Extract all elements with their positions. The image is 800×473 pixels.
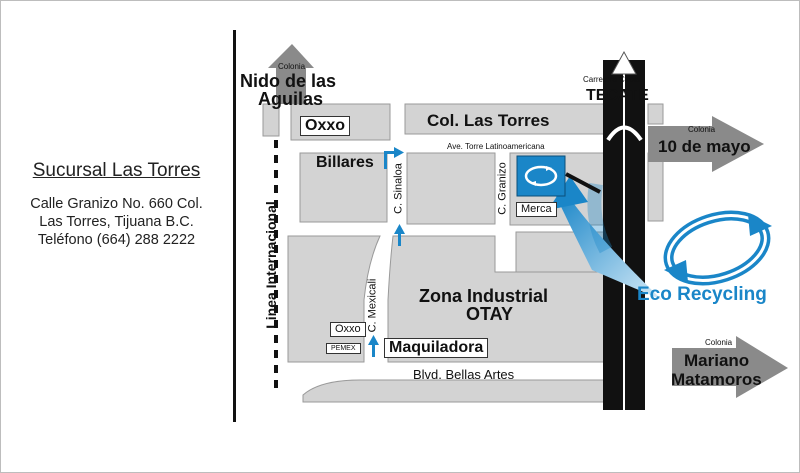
beam-arrowhead — [548, 176, 588, 210]
label-col-las-torres: Col. Las Torres — [427, 111, 550, 130]
block-bellas-artes — [302, 379, 608, 403]
label-zona-line2: OTAY — [466, 304, 514, 324]
block-top-right-small — [647, 103, 664, 125]
location-beam — [556, 196, 662, 300]
phone-line: Teléfono (664) 288 2222 — [37, 232, 196, 248]
label-billares: Billares — [316, 154, 374, 171]
label-oxxo-bottom: Oxxo — [330, 322, 366, 337]
label-c-granizo: C. Granizo — [496, 162, 509, 215]
label-maquiladora: Maquiladora — [384, 338, 489, 358]
panel-divider — [233, 30, 236, 422]
direction-arrows — [368, 147, 405, 357]
highway — [603, 60, 645, 410]
block-right-strip — [647, 152, 664, 222]
label-zona-line1: Zona Industrial — [419, 286, 549, 306]
arrow-tecate — [611, 50, 637, 75]
label-diez-mayo: 10 de mayo — [658, 137, 751, 156]
label-mariano-line1: Mariano — [684, 351, 750, 370]
label-ave-torre: Ave. Torre Latinoamericana — [447, 142, 545, 151]
address-line-1: Calle Granizo No. 660 Col. — [30, 196, 203, 212]
arrow-mariano — [672, 336, 788, 398]
label-tecate: TECATE — [586, 87, 649, 104]
carretera-tag: Carretera Cuota — [583, 75, 641, 84]
label-pemex: PEMEX — [326, 343, 361, 354]
brand-name: Eco Recycling — [637, 284, 767, 305]
block-las-torres — [404, 103, 608, 135]
label-c-mexicali: C. Mexicali — [366, 278, 379, 333]
label-nido-line1: Nido de las — [240, 71, 337, 91]
block-sinaloa — [406, 152, 496, 225]
colonia-tag-mayo: Colonia — [688, 125, 716, 134]
colonia-tag-nido: Colonia — [278, 62, 306, 71]
branch-title: Sucursal Las Torres — [32, 160, 201, 181]
label-mercado: Merca — [516, 202, 557, 217]
colonia-tag-mariano: Colonia — [705, 338, 733, 347]
label-linea-internacional: Linea Internacional — [263, 201, 279, 329]
label-mariano-line2: Matamoros — [671, 370, 762, 389]
address-line-2: Las Torres, Tijuana B.C. — [39, 214, 194, 230]
label-c-sinaloa: C. Sinaloa — [392, 163, 405, 214]
block-top-left-strip — [262, 103, 280, 137]
pointer-line — [565, 172, 601, 194]
label-nido-line2: Aguilas — [258, 89, 324, 109]
label-blvd-bellas-artes: Blvd. Bellas Artes — [413, 367, 515, 382]
eco-recycling-logo-icon — [663, 210, 772, 286]
block-billares — [299, 152, 388, 223]
label-oxxo-top: Oxxo — [300, 116, 351, 136]
arrow-diez-mayo — [648, 116, 764, 172]
arrow-nido — [268, 44, 314, 104]
location-marker — [516, 155, 566, 197]
